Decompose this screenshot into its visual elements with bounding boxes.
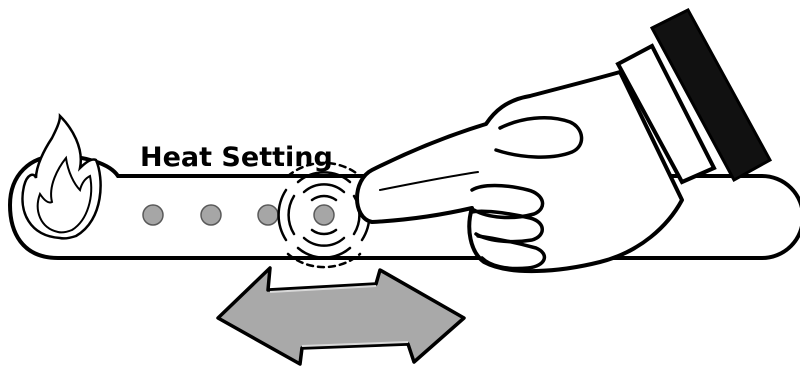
heat-level-dots (142, 204, 335, 226)
double-arrow-icon (216, 266, 466, 366)
heat-level-2[interactable] (200, 204, 222, 226)
heat-level-4[interactable] (313, 204, 335, 226)
heat-level-3[interactable] (257, 204, 279, 226)
heat-setting-title: Heat Setting (140, 142, 333, 173)
heat-level-1[interactable] (142, 204, 164, 226)
pointing-hand-icon (355, 8, 773, 274)
flame-icon (21, 112, 102, 240)
arrow-highlight (269, 285, 409, 347)
